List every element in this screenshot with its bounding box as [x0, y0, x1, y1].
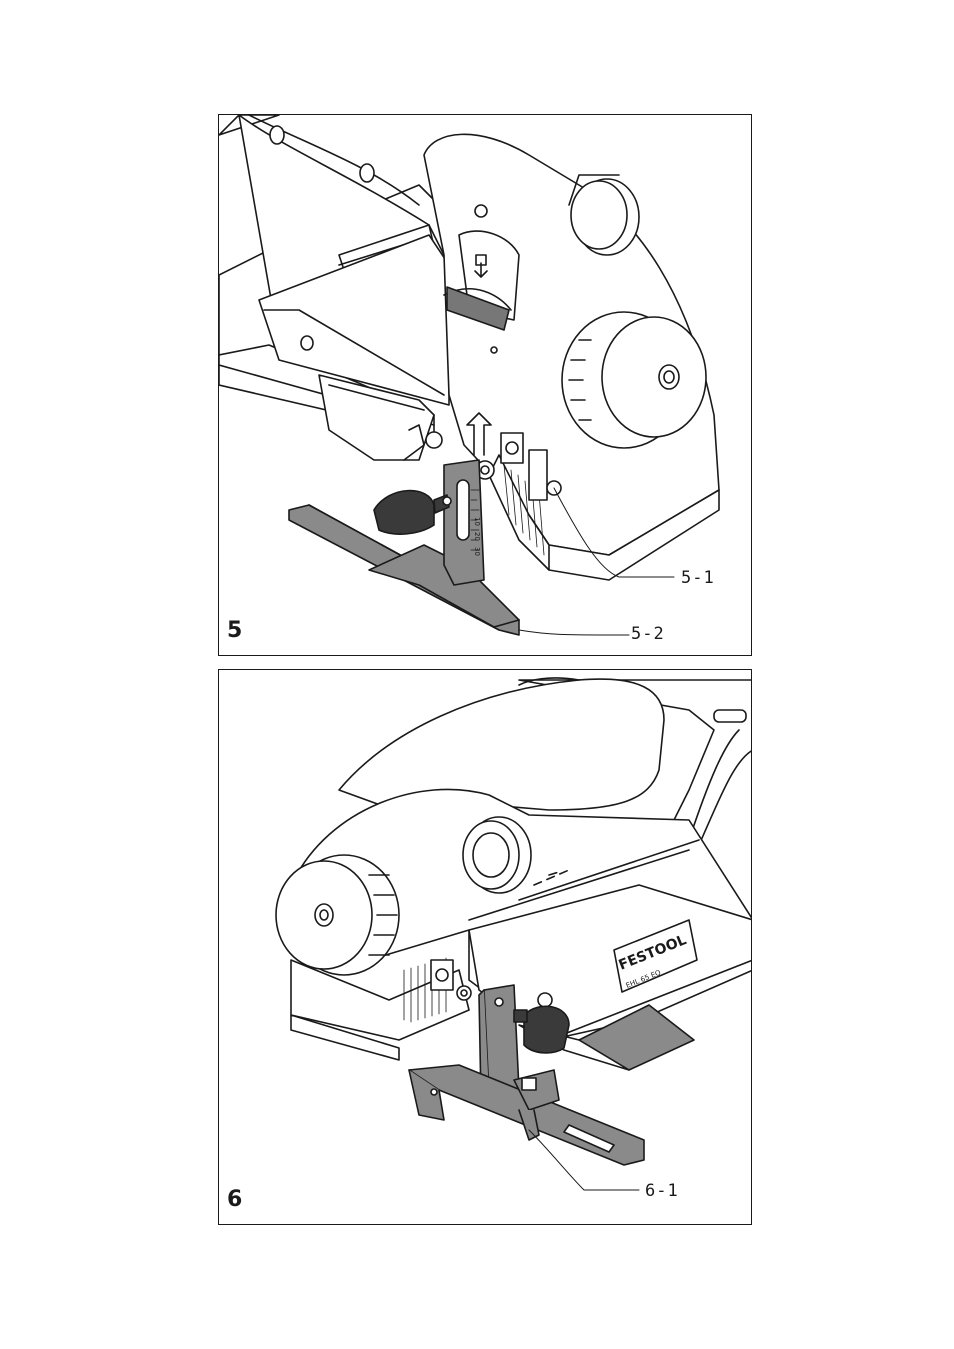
scale-mark-20: 20: [473, 532, 481, 541]
figure-6-illustration: FESTOOL EHL 65 EQ: [219, 670, 752, 1225]
figure-5: 10 20 30 5 5-1 5-2: [218, 114, 752, 656]
figure-number-6: 6: [227, 1189, 242, 1211]
callout-5-2: 5-2: [631, 625, 665, 643]
scale-mark-30: 30: [473, 547, 481, 556]
callout-6-1: 6-1: [645, 1182, 679, 1200]
figure-5-illustration: 10 20 30: [219, 115, 752, 656]
scale-mark-10: 10: [473, 517, 481, 526]
callout-5-1: 5-1: [681, 569, 715, 587]
figure-6: FESTOOL EHL 65 EQ: [218, 669, 752, 1225]
figure-number-5: 5: [227, 620, 242, 642]
